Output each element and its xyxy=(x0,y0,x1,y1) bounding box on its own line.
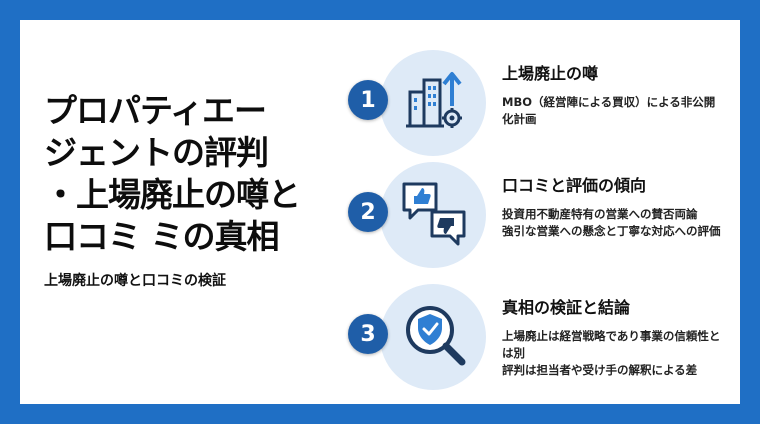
subtitle: 上場廃止の噂と口コミの検証 xyxy=(44,273,226,289)
point-text-2: 口コミと評価の傾向 投資用不動産特有の営業への賛否両論 強引な営業への懸念と丁寧… xyxy=(502,172,722,240)
point-heading-2: 口コミと評価の傾向 xyxy=(502,176,647,195)
point-item-1: 1 上場廃止の噂 MBO（経営陣による買収）による非公開 化計画 xyxy=(340,48,720,158)
point-line: 強引な営業への懸念と丁寧な対応への評価 xyxy=(502,224,721,238)
number-badge-3: 3 xyxy=(348,314,388,354)
number-badge-2: 2 xyxy=(348,192,388,232)
number-badge-1: 1 xyxy=(348,80,388,120)
point-line: 投資用不動産特有の営業への賛否両論 xyxy=(502,207,698,221)
building-growth-icon xyxy=(406,72,462,128)
point-item-2: 2 口コミと評価の傾向 投資用不動産特有の営業への賛否両論 強引な営業への懸念と… xyxy=(340,160,722,270)
point-line: MBO（経営陣による買収）による非公開 xyxy=(502,95,716,109)
point-text-1: 上場廃止の噂 MBO（経営陣による買収）による非公開 化計画 xyxy=(502,60,722,128)
speech-bubbles-thumbs-icon xyxy=(402,182,466,246)
point-text-3: 真相の検証と結論 上場廃止は経営戦略であり事業の信頼性と は別 評判は担当者や受… xyxy=(502,294,722,379)
magnifier-shield-icon xyxy=(406,306,466,366)
point-heading-1: 上場廃止の噂 xyxy=(502,64,599,83)
point-line: 上場廃止は経営戦略であり事業の信頼性と xyxy=(502,329,721,343)
point-line: 評判は担当者や受け手の解釈による差 xyxy=(502,363,698,377)
point-line: 化計画 xyxy=(502,112,537,126)
point-item-3: 3 真相の検証と結論 上場廃止は経営戦略であり事業の信頼性と は別 評判は担当者… xyxy=(340,282,720,392)
point-heading-3: 真相の検証と結論 xyxy=(502,298,631,317)
title-block: プロパティエー ジェントの評判 ・上場廃止の噂と 口コミ ミの真相 上場廃止の噂… xyxy=(44,90,344,290)
point-line: は別 xyxy=(502,346,525,360)
main-title: プロパティエー ジェントの評判 ・上場廃止の噂と 口コミ ミの真相 xyxy=(44,91,301,256)
infographic-card: プロパティエー ジェントの評判 ・上場廃止の噂と 口コミ ミの真相 上場廃止の噂… xyxy=(20,20,740,404)
